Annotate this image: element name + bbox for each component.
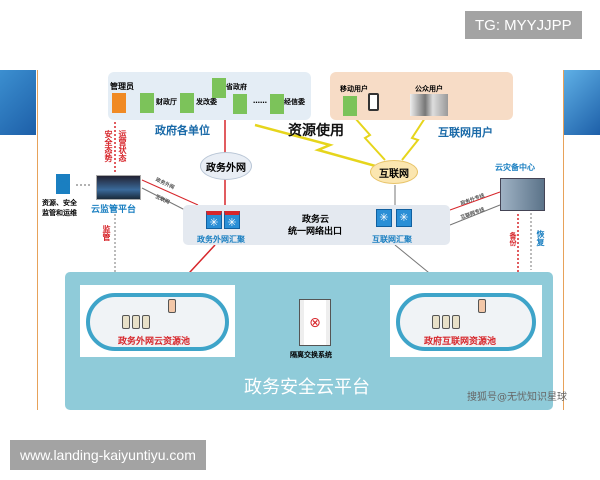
server-icon (122, 315, 130, 329)
mobile-label: 移动用户 (340, 85, 368, 93)
exit-title-1: 政务云 (302, 215, 330, 225)
server-icon (442, 315, 450, 329)
public-users-photo (410, 94, 448, 116)
tg-badge: TG: MYYJJPP (465, 11, 582, 39)
inet-agg-label: 互联网汇聚 (372, 235, 412, 244)
egov-network-cloud: 政务外网 (200, 152, 252, 180)
econ-person-icon (270, 94, 284, 114)
mobile-person-icon (343, 96, 357, 116)
monitor-inet-line (141, 187, 186, 211)
econ-label: 经信委 (284, 98, 305, 106)
ellipsis-label: …… (253, 97, 267, 105)
firewall-icon (168, 299, 176, 313)
monitor-platform-image (96, 175, 141, 200)
egov-agg-label: 政务外网汇聚 (197, 235, 245, 244)
exit-title-2: 统一网络出口 (288, 227, 343, 237)
status-label-1: 运营状态 (118, 130, 127, 162)
left-blue-strip (0, 70, 36, 135)
operator-label-1: 资源、安全 (42, 199, 77, 207)
egov-cloud-label: 政务外网 (206, 162, 246, 174)
server-icon (432, 315, 440, 329)
inet-switch-icon-1: ✳ (376, 209, 392, 227)
egov-switch-icon-2: ✳ (224, 211, 240, 229)
egov-pool-label: 政务外网云资源池 (118, 337, 191, 347)
website-badge: www.landing-kaiyuntiyu.com (10, 440, 206, 470)
egov-switch-icon-1: ✳ (206, 211, 222, 229)
finance-label: 财政厅 (156, 98, 177, 106)
resource-use-label: 资源使用 (288, 123, 344, 139)
mobile-bolt (354, 117, 386, 161)
inet-pool-cloud-icon (396, 293, 536, 351)
reform-label: 发改委 (196, 98, 217, 106)
inet-pool-label: 政府互联网资源池 (424, 337, 497, 347)
server-icon (452, 315, 460, 329)
dr-inet-line (449, 204, 501, 226)
resource-use-bolt (254, 123, 391, 172)
backup-label: 备份 (509, 232, 517, 246)
frame-right-line (563, 70, 564, 410)
public-bolt (401, 117, 426, 161)
server-icon (142, 315, 150, 329)
admin-label: 管理员 (110, 82, 134, 91)
monitor-egov-line (141, 179, 199, 206)
unit-person-icon (233, 94, 247, 114)
gov-units-title: 政府各单位 (155, 124, 210, 137)
internet-users-title: 互联网用户 (438, 126, 493, 139)
egov-pool-cloud-icon (86, 293, 229, 351)
firewall-icon (478, 299, 486, 313)
monitor-platform-label: 云监管平台 (91, 205, 137, 215)
dr-egov-line (449, 191, 501, 211)
internet-cloud-label: 互联网 (379, 168, 409, 180)
internet-cloud: 互联网 (370, 160, 418, 184)
status-label-2: 安全态势 (104, 130, 113, 162)
watermark-text: 搜狐号@无忧知识星球 (467, 392, 567, 403)
platform-title: 政务安全云平台 (244, 377, 370, 398)
server-icon (132, 315, 140, 329)
internet-resource-pool: 政府互联网资源池 (390, 285, 542, 357)
supervise-label: 监管 (102, 225, 111, 241)
operator-person-icon (56, 174, 70, 194)
finance-person-icon (140, 93, 154, 113)
restore-label: 恢复 (536, 230, 545, 246)
tablet-icon (368, 93, 379, 111)
frame-left-line (37, 70, 38, 410)
isolation-system-icon: ⊗ (299, 299, 331, 346)
province-person-icon (212, 78, 226, 98)
right-blue-strip (564, 70, 600, 135)
dr-title: 云灾备中心 (495, 163, 535, 172)
dr-building-icon (500, 178, 545, 211)
egov-resource-pool: 政务外网云资源池 (80, 285, 235, 357)
inet-switch-icon-2: ✳ (396, 209, 412, 227)
isolation-label: 隔离交换系统 (290, 351, 332, 359)
reform-person-icon (180, 93, 194, 113)
public-label: 公众用户 (415, 85, 443, 93)
province-label: 省政府 (226, 83, 247, 91)
operator-label-2: 监管和运维 (42, 209, 77, 217)
admin-person-icon (112, 93, 126, 113)
